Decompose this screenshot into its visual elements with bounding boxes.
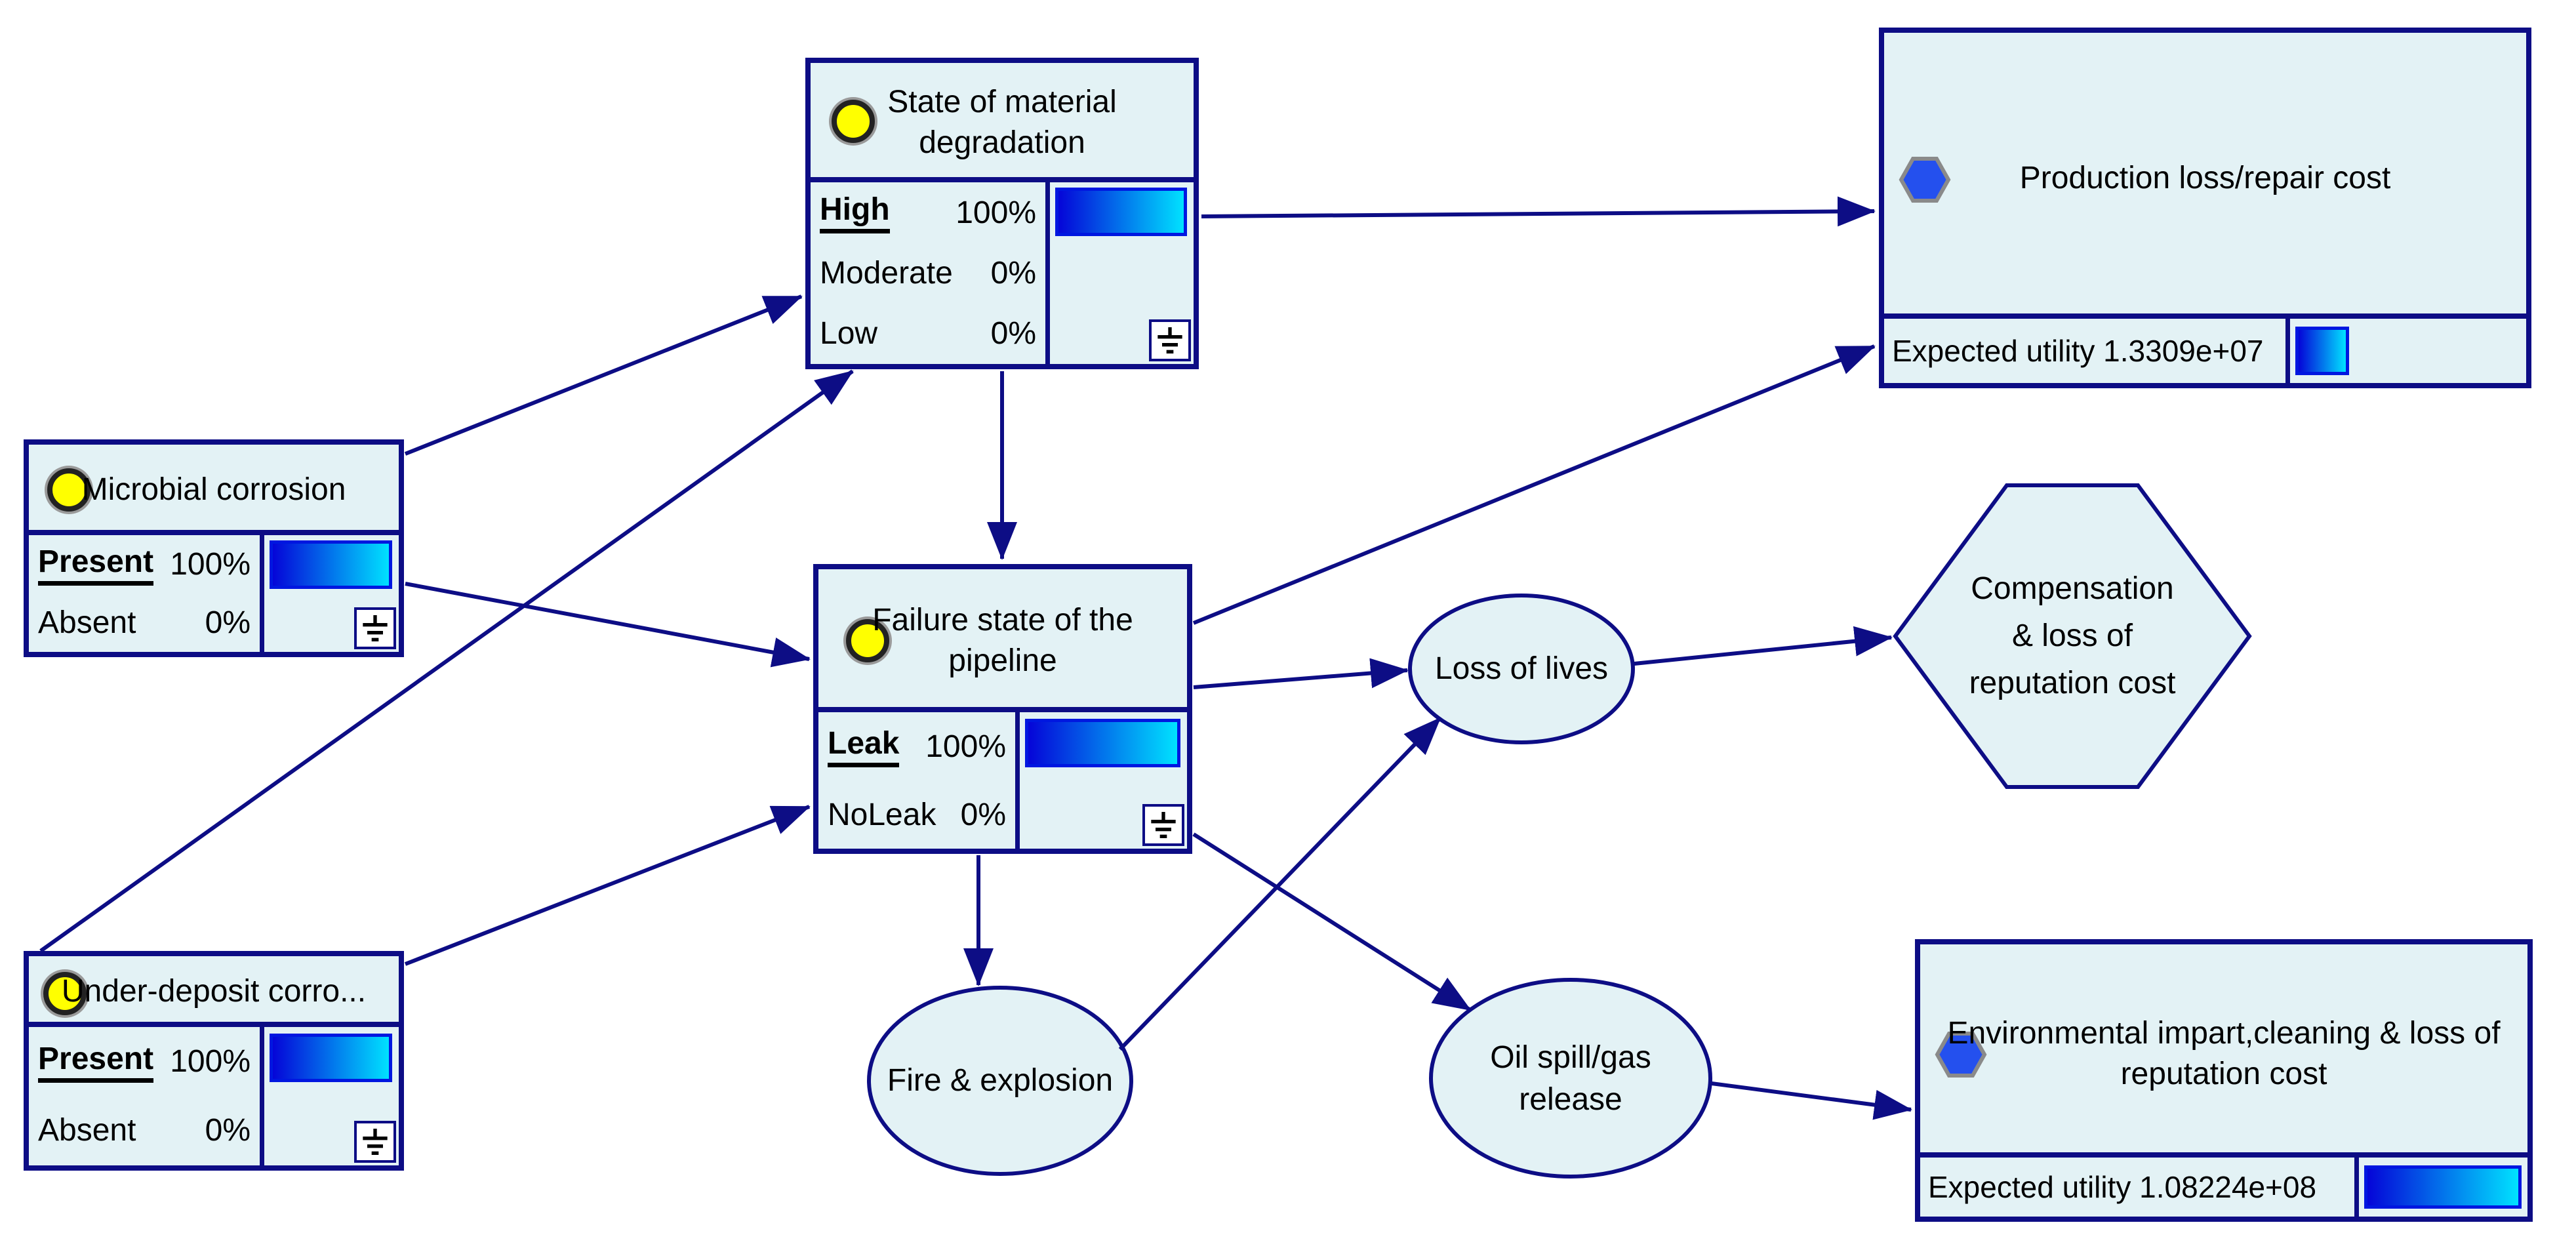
node-title: Failure state of the pipeline (872, 603, 1133, 678)
state-value: 0% (990, 255, 1036, 291)
state-value: 0% (205, 605, 251, 640)
node-state-of-material-degradation[interactable]: State of material degradation High 100% … (805, 58, 1199, 369)
node-title: Under-deposit corro... (61, 974, 367, 1009)
state-value: 100% (925, 729, 1006, 764)
blue-hexagon-icon (1935, 1031, 1987, 1078)
edge-fire-explosion-to-loss-of-lives[interactable] (1118, 716, 1442, 1051)
node-production-loss-repair-cost[interactable]: Production loss/repair cost Expected uti… (1879, 28, 2531, 388)
state-row: Present 100% (29, 1027, 260, 1096)
utility-bar (2295, 327, 2349, 375)
edge-oil-spill-to-environmental[interactable] (1711, 1081, 1912, 1120)
node-fire-explosion-shape[interactable] (867, 986, 1133, 1176)
expected-utility-text: Expected utility 1.08224e+08 (1928, 1170, 2317, 1204)
node-title: State of material degradation (887, 85, 1117, 160)
state-name: Low (820, 315, 878, 351)
state-name: Leak (828, 725, 900, 767)
edge-material-degradation-to-production-loss[interactable] (1201, 196, 1876, 227)
state-value: 0% (990, 315, 1036, 351)
yellow-circle-icon (47, 468, 91, 512)
node-environmental-impact-cost[interactable]: Environmental impart,cleaning & loss of … (1915, 939, 2533, 1222)
edge-failure-state-to-loss-of-lives[interactable] (1193, 658, 1409, 689)
state-row: High 100% (811, 182, 1045, 243)
state-value: 0% (205, 1113, 251, 1148)
state-row: Absent 0% (29, 1096, 260, 1165)
edge-failure-state-to-production-loss[interactable] (1192, 344, 1876, 625)
utility-bar (2364, 1165, 2522, 1209)
state-name: Present (38, 1041, 154, 1083)
state-row: Absent 0% (29, 594, 260, 652)
state-value: 0% (960, 797, 1006, 832)
probability-bar (270, 540, 392, 589)
ground-evidence-icon (354, 607, 396, 649)
edge-underdeposit-to-failure-state[interactable] (404, 805, 811, 966)
yellow-circle-icon (846, 619, 889, 662)
yellow-circle-icon (832, 100, 875, 143)
state-value: 100% (956, 195, 1036, 230)
edge-loss-of-lives-to-compensation[interactable] (1634, 626, 1893, 666)
edge-microbial-to-material-degradation[interactable] (404, 294, 803, 456)
state-name: Present (38, 544, 154, 586)
node-under-deposit-corrosion[interactable]: Under-deposit corro... Present 100% Abse… (24, 951, 404, 1171)
state-name: Absent (38, 1113, 136, 1148)
edge-microbial-to-failure-state[interactable] (405, 582, 811, 668)
node-title: Microbial corrosion (81, 472, 346, 507)
state-name: Moderate (820, 255, 953, 291)
state-row: Low 0% (811, 303, 1045, 363)
state-row: NoLeak 0% (818, 780, 1015, 849)
expected-utility-text: Expected utility 1.3309e+07 (1892, 334, 2264, 368)
probability-bar (270, 1034, 392, 1082)
state-row: Leak 100% (818, 712, 1015, 780)
state-name: High (820, 192, 890, 233)
edge-failure-state-to-oil-spill[interactable] (1192, 832, 1472, 1012)
yellow-circle-icon (43, 972, 87, 1015)
node-title: Environmental impart,cleaning & loss of … (1947, 1015, 2501, 1091)
node-microbial-corrosion[interactable]: Microbial corrosion Present 100% Absent … (24, 439, 404, 657)
node-failure-state-of-pipeline[interactable]: Failure state of the pipeline Leak 100% … (813, 564, 1192, 854)
node-compensation-hexagon-shape[interactable] (1893, 483, 2252, 789)
node-oil-spill-gas-release-shape[interactable] (1429, 978, 1712, 1179)
ground-evidence-icon (1142, 804, 1184, 846)
node-loss-of-lives-shape[interactable] (1408, 594, 1635, 744)
node-title: Production loss/repair cost (2019, 161, 2391, 195)
state-value: 100% (170, 1044, 251, 1079)
state-name: Absent (38, 605, 136, 640)
state-row: Moderate 0% (811, 243, 1045, 303)
state-name: NoLeak (828, 797, 936, 832)
ground-evidence-icon (354, 1121, 396, 1163)
state-row: Present 100% (29, 535, 260, 594)
blue-hexagon-icon (1899, 156, 1951, 203)
ground-evidence-icon (1149, 319, 1191, 361)
state-value: 100% (170, 547, 251, 582)
edge-underdeposit-to-material-degradation[interactable] (39, 369, 854, 953)
probability-bar (1055, 188, 1187, 236)
probability-bar (1025, 719, 1180, 767)
